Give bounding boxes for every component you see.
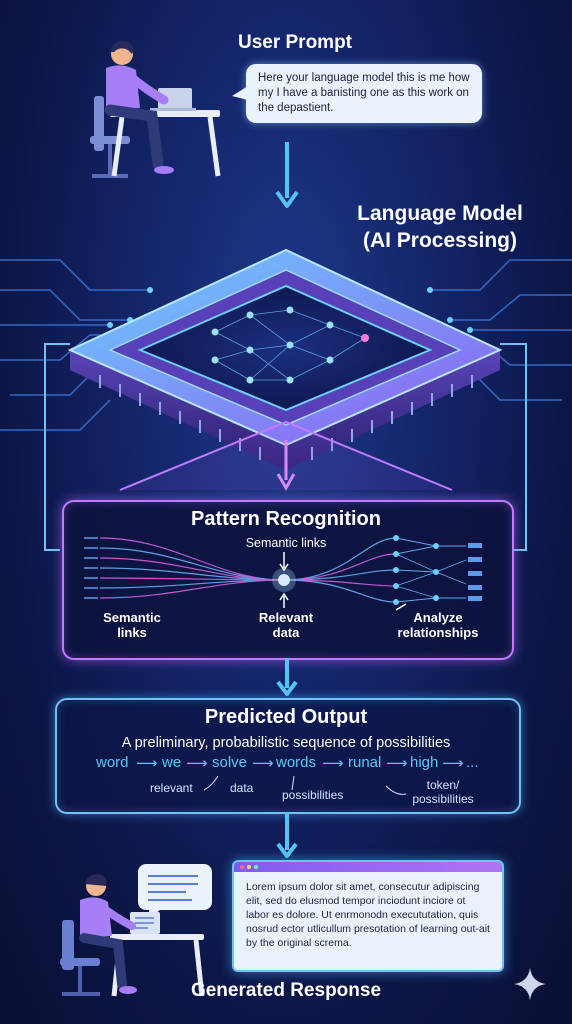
relevant-data-label: Relevant data bbox=[258, 610, 314, 640]
language-model-title: Language Model (AI Processing) bbox=[340, 200, 540, 254]
user-prompt-bubble: Here your language model this is me how … bbox=[246, 64, 482, 123]
semantic-links-label: Semantic links bbox=[103, 610, 161, 640]
user-prompt-title: User Prompt bbox=[237, 32, 353, 53]
token-arrow-icon: ⟶ bbox=[252, 755, 274, 772]
generated-response-text: Lorem ipsum dolor sit amet, consecutur a… bbox=[246, 881, 490, 949]
token-ellipsis: ... bbox=[466, 754, 479, 771]
user-at-desk-bottom-illustration bbox=[60, 874, 205, 997]
token-high: high bbox=[410, 754, 439, 771]
window-dot-icon bbox=[247, 865, 251, 869]
connector-frame bbox=[44, 343, 527, 551]
annotation-possibilities: possibilities bbox=[282, 788, 344, 802]
annotation-data: data bbox=[230, 781, 254, 795]
semantic-links-top-label: Semantic links bbox=[245, 536, 327, 550]
language-model-title-line2: (AI Processing) bbox=[362, 229, 518, 252]
token-arrow-icon: ⟶ bbox=[386, 755, 408, 772]
arrow-pattern-to-output bbox=[276, 658, 298, 696]
token-words: words bbox=[276, 754, 317, 771]
annotation-relevant: relevant bbox=[150, 781, 193, 795]
analyze-relationships-label: Analyze relationships bbox=[397, 610, 479, 640]
annotation-token-possibilities: token/ possibilities bbox=[412, 778, 474, 806]
predicted-output-subtitle: A preliminary, probabilistic sequence of… bbox=[121, 735, 451, 751]
pattern-flow-visual bbox=[84, 535, 482, 611]
token-word: word bbox=[96, 754, 129, 771]
arrow-prompt-to-model bbox=[275, 142, 299, 208]
user-at-desk-illustration bbox=[90, 41, 221, 178]
predicted-output-title: Predicted Output bbox=[204, 706, 368, 728]
token-runal: runal bbox=[348, 754, 382, 771]
token-arrow-icon: ⟶ bbox=[442, 755, 464, 772]
window-dot-icon bbox=[254, 865, 258, 869]
sparkle-icon bbox=[514, 968, 546, 1000]
annotation-pointers bbox=[203, 775, 407, 795]
token-arrow-icon: ⟶ bbox=[322, 755, 344, 772]
language-model-title-line1: Language Model bbox=[357, 202, 523, 225]
response-window-titlebar bbox=[234, 862, 502, 872]
token-we: we bbox=[162, 754, 182, 771]
ai-chip-illustration bbox=[0, 248, 572, 470]
response-window: Lorem ipsum dolor sit amet, consecutur a… bbox=[232, 860, 504, 972]
token-sequence: word ⟶ we ⟶ solve ⟶ words ⟶ runal ⟶ high… bbox=[96, 754, 496, 776]
generated-response-title: Generated Response bbox=[190, 980, 382, 1001]
pattern-recognition-title: Pattern Recognition bbox=[190, 508, 381, 530]
bubble-tail bbox=[232, 86, 248, 100]
token-arrow-icon: ⟶ bbox=[136, 755, 158, 772]
token-solve: solve bbox=[212, 754, 248, 771]
token-arrow-icon: ⟶ bbox=[186, 755, 208, 772]
arrow-output-to-response bbox=[276, 812, 298, 858]
window-dot-icon bbox=[240, 865, 244, 869]
